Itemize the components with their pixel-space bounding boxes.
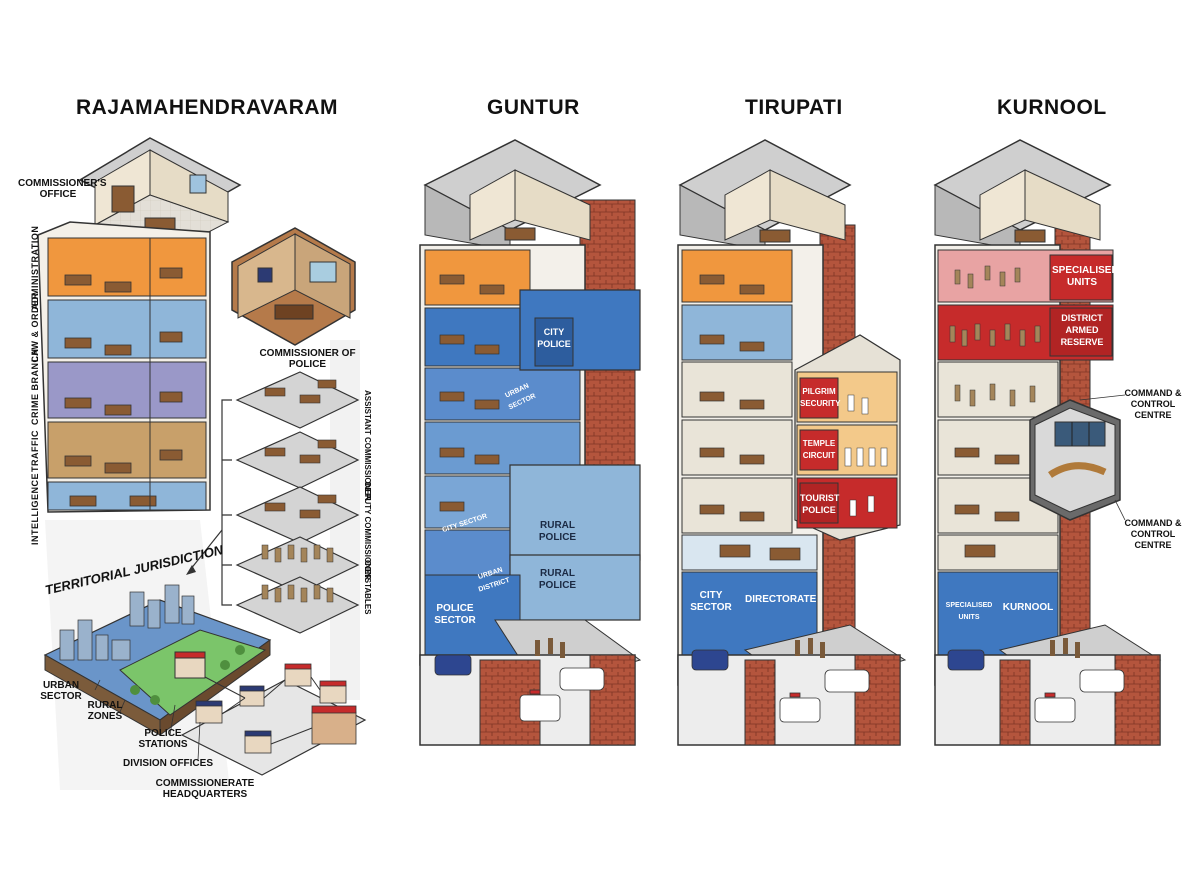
sign-rural-police-1: RURAL POLICE [538,520,577,543]
territorial-jurisdiction-map [43,584,272,736]
sign-kurnool: KURNOOL [1002,602,1054,613]
label-urban-sector: URBAN SECTOR [40,680,82,702]
rajamahendravaram-section [37,137,367,790]
wing-label-traffic: TRAFFIC [30,430,40,472]
sign-rural-police-2: RURAL POLICE [538,568,577,591]
sign-pilgrim-security: PILGRIM SECURITY [800,387,841,408]
label-rural-zones: RURAL ZONES [87,700,123,722]
sign-specialised-units: SPECIALISED UNITS [1052,265,1119,288]
sign-city-police: CITY POLICE [537,327,571,349]
sign-police-sector: POLICE SECTOR [434,603,476,626]
title-rajamahendravaram: RAJAMAHENDRAVARAM [76,96,339,119]
label-command-control-2: COMMAND & CONTROL CENTRE [1124,518,1182,550]
title-kurnool: KURNOOL [997,96,1107,119]
label-command-control-1: COMMAND & CONTROL CENTRE [1124,388,1182,420]
sign-directorate: DIRECTORATE [745,594,817,605]
sign-city-sector-tirupati: CITY SECTOR [690,590,732,613]
label-constables: CONSTABLES [363,560,372,615]
stations-platform [180,663,367,776]
commissioner-of-police-room [231,227,356,346]
sign-specialised-units-front: SPECIALISED UNITS [945,602,993,621]
sign-district-armed-reserve: DISTRICT ARMED RESERVE [1060,313,1104,347]
label-police-stations: POLICE STATIONS [138,728,188,750]
label-commissioners-office: COMMISSIONER'S OFFICE [18,178,107,200]
wing-label-intelligence: INTELLIGENCE [30,472,40,545]
title-tirupati: TIRUPATI [745,96,843,119]
kurnool-section [933,139,1162,746]
label-division-offices: DIVISION OFFICES [122,758,213,769]
guntur-section [419,139,642,746]
label-commissionerate-hq: COMMISSIONERATE HEADQUARTERS [155,778,255,800]
label-commissioner-of-police: COMMISSIONER OF POLICE [259,348,356,370]
tirupati-section [677,139,907,746]
wing-label-crime-branch: CRIME BRANCH [30,348,40,426]
raja-tower [37,221,211,513]
sign-tourist-police: TOURIST POLICE [800,493,840,515]
sign-temple-circuit: TEMPLE CIRCUIT [802,439,836,460]
title-guntur: GUNTUR [487,96,580,119]
